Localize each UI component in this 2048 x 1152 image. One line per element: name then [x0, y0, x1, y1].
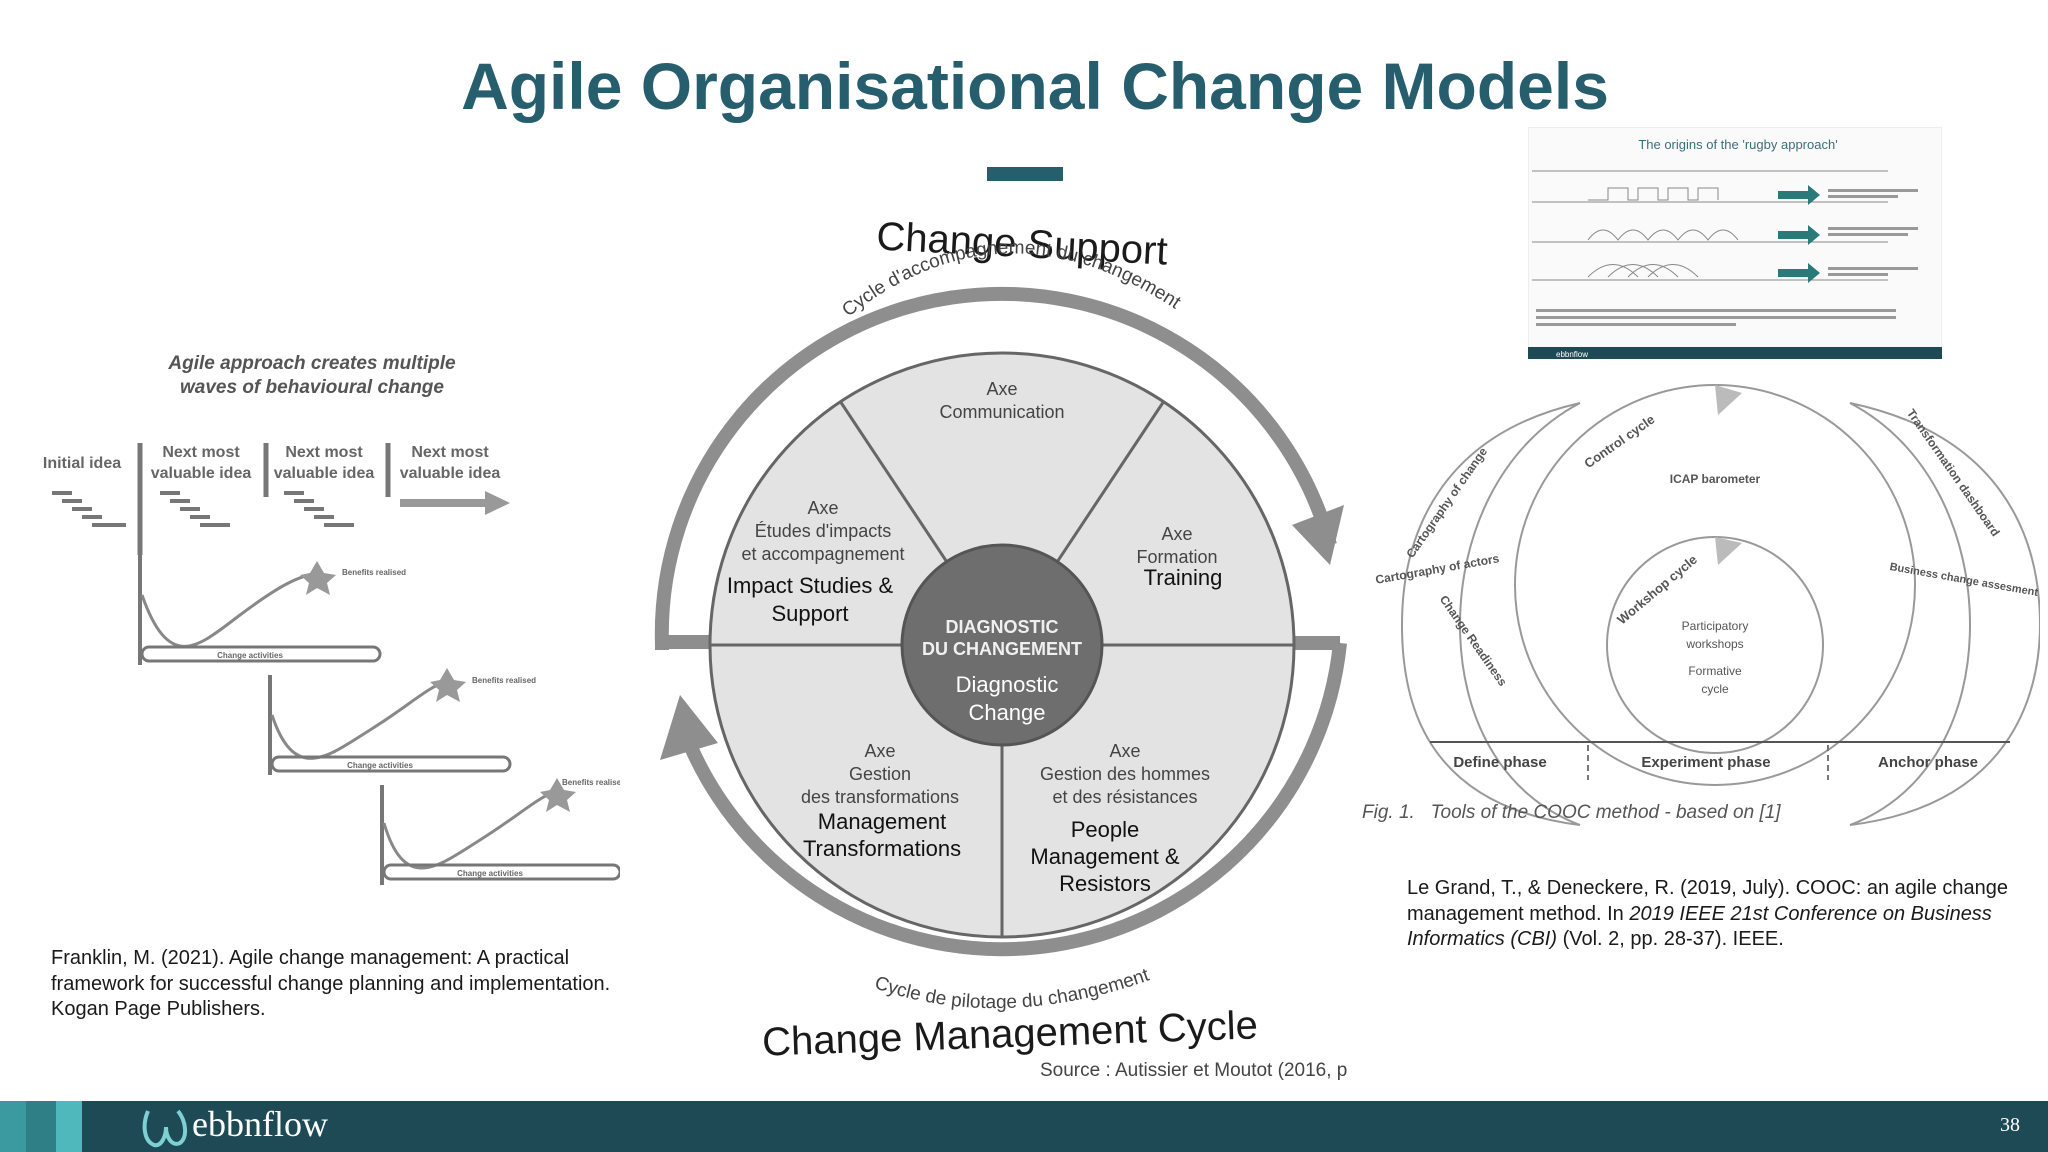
- sector-transformations-name2: des transformations: [801, 787, 959, 807]
- sector-transformations-en2: Transformations: [803, 836, 961, 861]
- sector-hommes-name: Gestion des hommes: [1040, 764, 1210, 784]
- cooc-formative-1: Formative: [1688, 664, 1742, 678]
- benefits-label-2: Benefits realised: [472, 676, 536, 685]
- citation-le-grand-venue: 2019 IEEE 21st Conference on Business In…: [1407, 902, 1992, 951]
- ebbnflow-logo-icon: [142, 1109, 187, 1148]
- rugby-footer-brand: ebbnflow: [1556, 350, 1588, 359]
- footer-accent-2: [26, 1101, 56, 1152]
- stage-label-1: Initial idea: [43, 455, 121, 472]
- stage-label-3b: valuable idea: [274, 465, 375, 482]
- sector-formation-axe: Axe: [1161, 524, 1192, 544]
- citation-franklin: Franklin, M. (2021). Agile change manage…: [51, 947, 611, 1020]
- stage-label-2b: valuable idea: [151, 465, 252, 482]
- cooc-formative-2: cycle: [1701, 682, 1729, 696]
- sector-etudes-en1: Impact Studies &: [727, 573, 894, 598]
- cooc-left-label-1: Cartography of change: [1403, 445, 1490, 561]
- cooc-method-diagram: Cartography of change Cartography of act…: [1362, 384, 2040, 826]
- cooc-participatory-1: Participatory: [1682, 619, 1749, 633]
- cooc-phase-anchor: Anchor phase: [1878, 754, 1978, 771]
- sector-formation-name: Formation: [1136, 547, 1217, 567]
- footer-accent-1: [0, 1101, 26, 1152]
- sector-hommes-en3: Resistors: [1059, 871, 1151, 896]
- sector-hommes-en2: Management &: [1030, 844, 1180, 869]
- cooc-phase-experiment: Experiment phase: [1641, 754, 1770, 771]
- cooc-participatory-2: workshops: [1685, 637, 1743, 651]
- sector-transformations-axe: Axe: [864, 741, 895, 761]
- waves-heading-line2: waves of behavioural change: [180, 377, 444, 398]
- bottom-arc-caption: Cycle de pilotage du changement: [872, 964, 1152, 1013]
- citation-le-grand: Le Grand, T., & Deneckere, R. (2019, Jul…: [1407, 876, 2037, 953]
- cooc-left-label-2: Cartography of actors: [1374, 551, 1500, 587]
- citation-le-grand-part2: (Vol. 2, pp. 28-37). IEEE.: [1557, 928, 1784, 950]
- change-cycle-diagram: Change Support Cycle d'accompagnement du…: [654, 214, 1347, 1081]
- cooc-workshop-cycle: Workshop cycle: [1614, 552, 1700, 627]
- footer-brand: ebbnflow: [192, 1104, 328, 1144]
- cooc-control-cycle: Control cycle: [1581, 412, 1657, 472]
- center-en-line2: Change: [968, 700, 1045, 725]
- sector-hommes-name2: et des résistances: [1052, 787, 1197, 807]
- rugby-title: The origins of the 'rugby approach': [1638, 137, 1837, 152]
- cooc-right-label-1: Transformation dashboard: [1904, 406, 2003, 539]
- title-underline: [987, 167, 1063, 181]
- benefits-label-1: Benefits realised: [342, 568, 406, 577]
- footer-accent-3: [56, 1101, 82, 1152]
- cooc-fig-caption: Fig. 1. Tools of the COOC method - based…: [1362, 802, 1781, 823]
- sector-communication-axe: Axe: [986, 379, 1017, 399]
- slide-footer: ebbnflow 38: [0, 1101, 2048, 1152]
- rugby-approach-thumbnail: The origins of the 'rugby approach' ebbn…: [1528, 127, 1942, 359]
- cycle-source: Source : Autissier et Moutot (2016, p: [1040, 1060, 1347, 1081]
- citation-le-grand-part1: Le Grand, T., & Deneckere, R. (2019, Jul…: [1407, 877, 2009, 925]
- change-management-cycle-title: Change Management Cycle: [761, 1003, 1258, 1064]
- stage-label-2a: Next most: [162, 444, 240, 461]
- center-diagnostic-line1: DIAGNOSTIC: [945, 617, 1058, 637]
- sector-etudes-en2: Support: [771, 601, 848, 626]
- activities-label-1: Change activities: [217, 651, 283, 660]
- sector-etudes-name2: et accompagnement: [741, 544, 904, 564]
- slide-title: Agile Organisational Change Models: [461, 49, 1609, 123]
- sector-communication-name: Communication: [939, 402, 1064, 422]
- cooc-left-label-3: Change Readiness: [1437, 593, 1510, 689]
- sector-hommes-en1: People: [1071, 817, 1140, 842]
- sector-etudes-name: Études d'impacts: [755, 521, 892, 541]
- stage-label-4a: Next most: [411, 444, 489, 461]
- center-diagnostic-line2: DU CHANGEMENT: [922, 639, 1082, 659]
- cooc-icap: ICAP barometer: [1670, 472, 1761, 486]
- sector-formation-en1: Training: [1144, 565, 1223, 590]
- sector-etudes-axe: Axe: [807, 498, 838, 518]
- agile-waves-figure: Agile approach creates multiple waves of…: [43, 353, 620, 885]
- waves-heading-line1: Agile approach creates multiple: [167, 353, 456, 374]
- sector-hommes-axe: Axe: [1109, 741, 1140, 761]
- activities-label-2: Change activities: [347, 761, 413, 770]
- page-number: 38: [2000, 1114, 2020, 1136]
- sector-transformations-name: Gestion: [849, 764, 911, 784]
- activities-label-3: Change activities: [457, 869, 523, 878]
- benefits-label-3: Benefits realised: [562, 778, 620, 787]
- cooc-phase-define: Define phase: [1453, 754, 1546, 771]
- center-en-line1: Diagnostic: [956, 672, 1059, 697]
- stage-label-3a: Next most: [285, 444, 363, 461]
- sector-transformations-en1: Management: [818, 809, 946, 834]
- stage-label-4b: valuable idea: [400, 465, 501, 482]
